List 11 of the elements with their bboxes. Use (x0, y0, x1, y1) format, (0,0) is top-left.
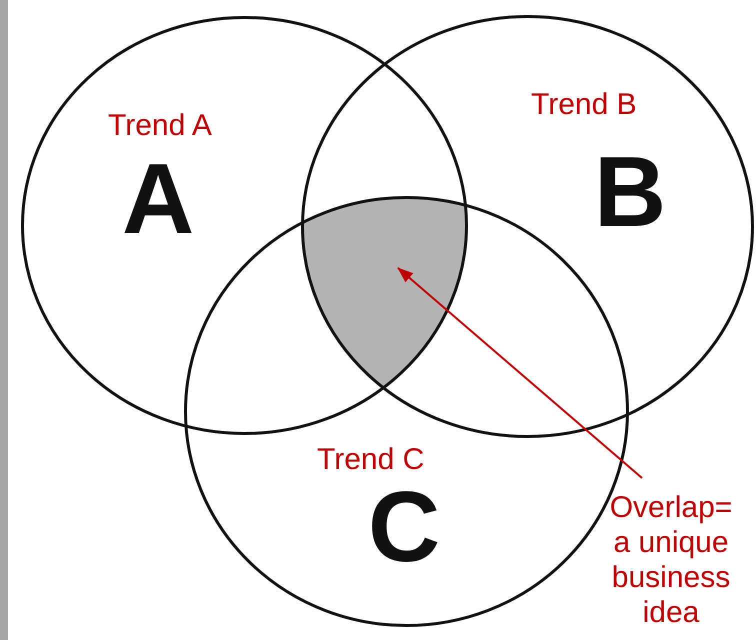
circle-label: Trend B (531, 88, 637, 122)
venn-circle (300, 14, 754, 438)
overlap-region (302, 197, 466, 388)
leader-arrow (397, 267, 643, 479)
circle-label: Trend C (317, 443, 424, 478)
circle-letter: B (594, 142, 666, 242)
circle-letter: A (122, 149, 194, 249)
venn-circle (20, 16, 468, 434)
callout-text: Overlap= a unique business idea (602, 478, 740, 630)
circle-label: Trend A (108, 109, 212, 144)
circle-letter: C (368, 477, 440, 577)
